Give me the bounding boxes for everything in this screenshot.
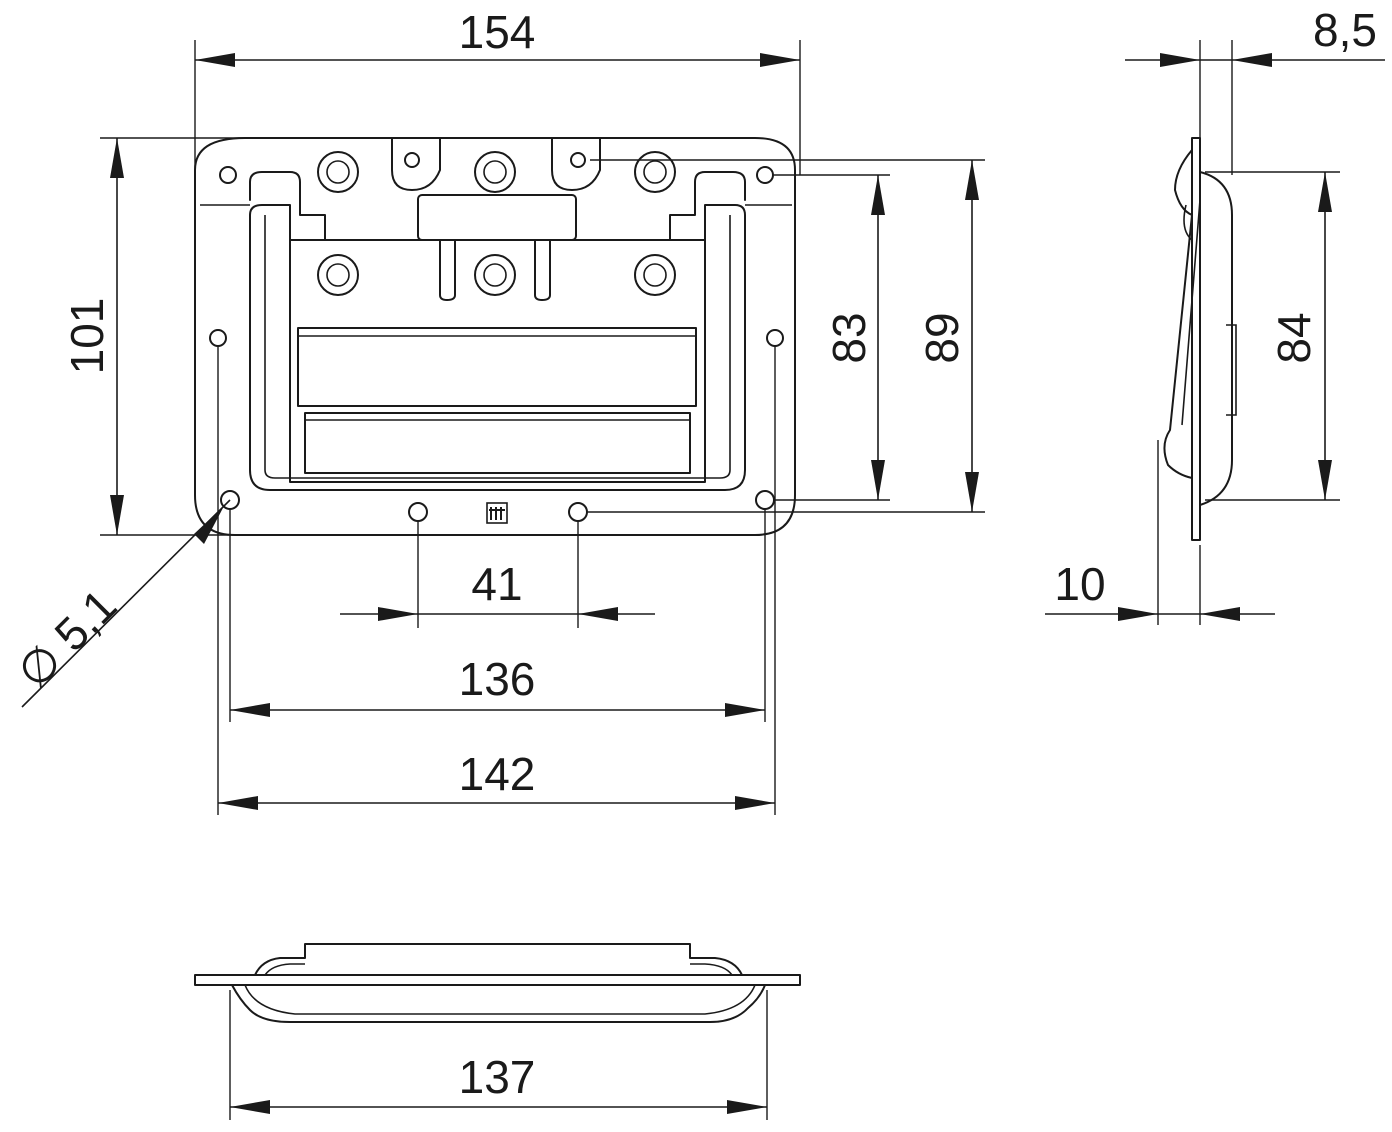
bottom-lip-inner [264,963,733,976]
dim-hole-height: 89 [916,160,979,512]
latch-stem-left [439,239,456,301]
plate-outline [194,137,796,536]
right-bracket [669,171,746,241]
bottom-view [194,943,801,1023]
label-8-5: 8,5 [1313,4,1377,56]
label-89: 89 [916,312,968,363]
top-notch-left [391,137,441,191]
handle-bar-lower [304,412,691,474]
dim-bottom-width: 137 [230,1051,767,1114]
bottom-lip-left [254,943,743,976]
rivet-group [317,151,676,296]
label-136: 136 [459,653,536,705]
side-plate [1191,137,1201,541]
label-41: 41 [471,558,522,610]
dim-edge-holes: 142 [218,748,775,810]
label-10: 10 [1054,558,1105,610]
side-extension-lines [1157,40,1340,625]
recess-outline [249,204,746,491]
bottom-tray [231,984,766,1023]
dim-side-top: 8,5 [1125,4,1385,67]
label-137: 137 [459,1051,536,1103]
dim-overall-width: 154 [195,6,800,67]
dim-inner-height: 83 [823,175,885,500]
dim-hole-diameter: ∅ 5,1 [7,499,231,708]
handle-bar-upper [297,327,697,407]
extension-lines [100,40,985,815]
handle-bar-shade [298,335,696,421]
bottom-plate [194,974,801,986]
mounting-holes [209,152,784,522]
label-154: 154 [459,6,536,58]
latch-block [417,194,577,241]
bottom-extension-lines [229,990,768,1120]
latch-stem-right [534,239,551,301]
logo-mark [486,502,508,524]
side-view [1163,137,1237,541]
label-142: 142 [459,748,536,800]
label-83: 83 [823,312,875,363]
recess-inner [264,215,731,479]
side-profile [1199,171,1233,506]
left-bracket [249,171,326,241]
label-101: 101 [61,298,113,375]
side-handle [1163,149,1193,479]
dim-overall-height: 101 [61,138,124,535]
top-notch-right [551,137,601,191]
dim-center-holes: 41 [340,558,655,621]
side-handle-inner [1181,199,1237,426]
dim-side-depth: 84 [1268,172,1332,500]
label-84: 84 [1268,312,1320,363]
front-view [194,137,796,536]
dim-side-bottom: 10 [1045,558,1275,621]
bottom-tray-inner [244,984,756,1015]
dim-outer-holes: 136 [230,653,765,717]
label-diameter: ∅ 5,1 [7,579,126,698]
